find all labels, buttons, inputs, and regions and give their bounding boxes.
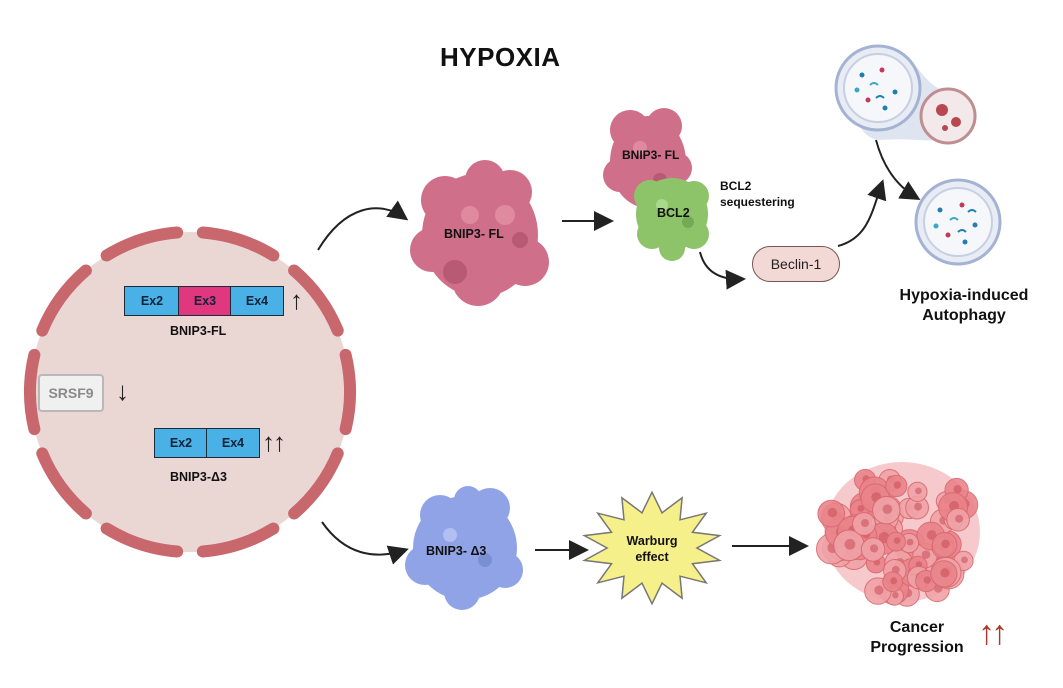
arrow-vesicle-to-autophagosome xyxy=(875,139,921,201)
cancer-progression-up-arrows: ↑↑ xyxy=(978,614,1008,652)
warburg-effect-label: Warburg effect xyxy=(626,534,678,564)
arrow-beclin-to-autophagy xyxy=(837,179,887,247)
membrane-segment xyxy=(36,264,92,337)
autophagy-outcome-label: Hypoxia-induced Autophagy xyxy=(899,287,1029,324)
tumor-cell-nucleus xyxy=(915,487,922,495)
srsf9-label: SRSF9 xyxy=(48,385,94,401)
bnip3-d3-protein-blob xyxy=(405,486,523,610)
membrane-segment xyxy=(196,522,280,558)
arrow-cell-to-bnip3-d3 xyxy=(321,521,409,565)
bnip3-fl-protein-label: BNIP3- FL xyxy=(444,227,504,241)
exon-ex2-fl: Ex2 xyxy=(124,286,180,316)
diagram-title: HYPOXIA xyxy=(440,42,561,72)
tumor-cell-nucleus xyxy=(940,568,950,578)
tumor-cell-nucleus xyxy=(890,577,898,585)
exon-ex3-fl: Ex3 xyxy=(178,286,232,316)
membrane-segment xyxy=(36,447,92,520)
tumor-cell-nucleus xyxy=(923,576,931,584)
bcl2-sequestering-label: BCL2 sequestering xyxy=(720,179,795,209)
nuclear-membrane xyxy=(24,226,356,558)
tumor-cell-nucleus xyxy=(914,502,923,511)
tumor-cell-nucleus xyxy=(874,585,884,595)
membrane-segment xyxy=(100,522,184,558)
tumor-cell-nucleus xyxy=(893,537,901,544)
tumor-cell-nucleus xyxy=(844,538,856,550)
bcl2-protein-blob xyxy=(634,178,709,261)
tumor-cell-nucleus xyxy=(961,556,968,564)
tumor-cell-nucleus xyxy=(955,514,964,523)
bnip3-fl-protein-blob xyxy=(410,160,549,306)
srsf9-box: SRSF9 xyxy=(38,374,104,412)
arrow-cell-to-bnip3-fl xyxy=(317,200,409,251)
srsf9-down-arrow: ↓ xyxy=(116,376,129,406)
membrane-segment xyxy=(339,348,356,436)
tumor-cell-nucleus xyxy=(893,481,901,489)
tumor-cell-nucleus xyxy=(857,505,865,512)
bnip3-d3-transcript-label: BNIP3-Δ3 xyxy=(170,470,227,484)
membrane-segment xyxy=(196,226,280,262)
bnip3-fl-transcript-label: BNIP3-FL xyxy=(170,324,227,338)
beclin-1-node: Beclin-1 xyxy=(752,246,840,282)
membrane-segment xyxy=(100,226,184,262)
complex-bnip3-fl-label: BNIP3- FL xyxy=(622,148,680,162)
exon-ex2-d3: Ex2 xyxy=(154,428,208,458)
tumor-cell-nucleus xyxy=(953,485,962,494)
membrane-segment xyxy=(288,447,344,520)
tumor-mass xyxy=(816,462,980,607)
arrow-complex-to-beclin xyxy=(699,251,746,290)
bcl2-label: BCL2 xyxy=(657,206,690,220)
fusing-vesicle-icon xyxy=(834,44,977,145)
autophagosome-icon xyxy=(914,178,1002,266)
tumor-cell-nucleus xyxy=(870,544,879,553)
tumor-cell-nucleus xyxy=(906,538,914,546)
tumor-cell-nucleus xyxy=(827,507,837,518)
exon-ex4-fl: Ex4 xyxy=(230,286,284,316)
membrane-segment xyxy=(288,264,344,337)
bnip3-fl-up-arrow: ↑ xyxy=(290,285,303,315)
bnip3-d3-up-arrows: ↑↑ xyxy=(262,427,286,457)
tumor-cell-nucleus xyxy=(892,592,899,599)
tumor-cell-nucleus xyxy=(921,550,931,559)
exon-ex4-d3: Ex4 xyxy=(206,428,260,458)
cancer-progression-label: Cancer Progression xyxy=(870,619,964,656)
tumor-cell-nucleus xyxy=(861,519,869,527)
membrane-segment xyxy=(24,348,41,436)
tumor-cell-nucleus xyxy=(882,504,893,514)
tumor-cell-nucleus xyxy=(941,539,950,549)
beclin-1-label: Beclin-1 xyxy=(770,256,822,272)
bnip3-d3-protein-label: BNIP3- Δ3 xyxy=(426,544,487,558)
warburg-starburst xyxy=(581,490,723,606)
